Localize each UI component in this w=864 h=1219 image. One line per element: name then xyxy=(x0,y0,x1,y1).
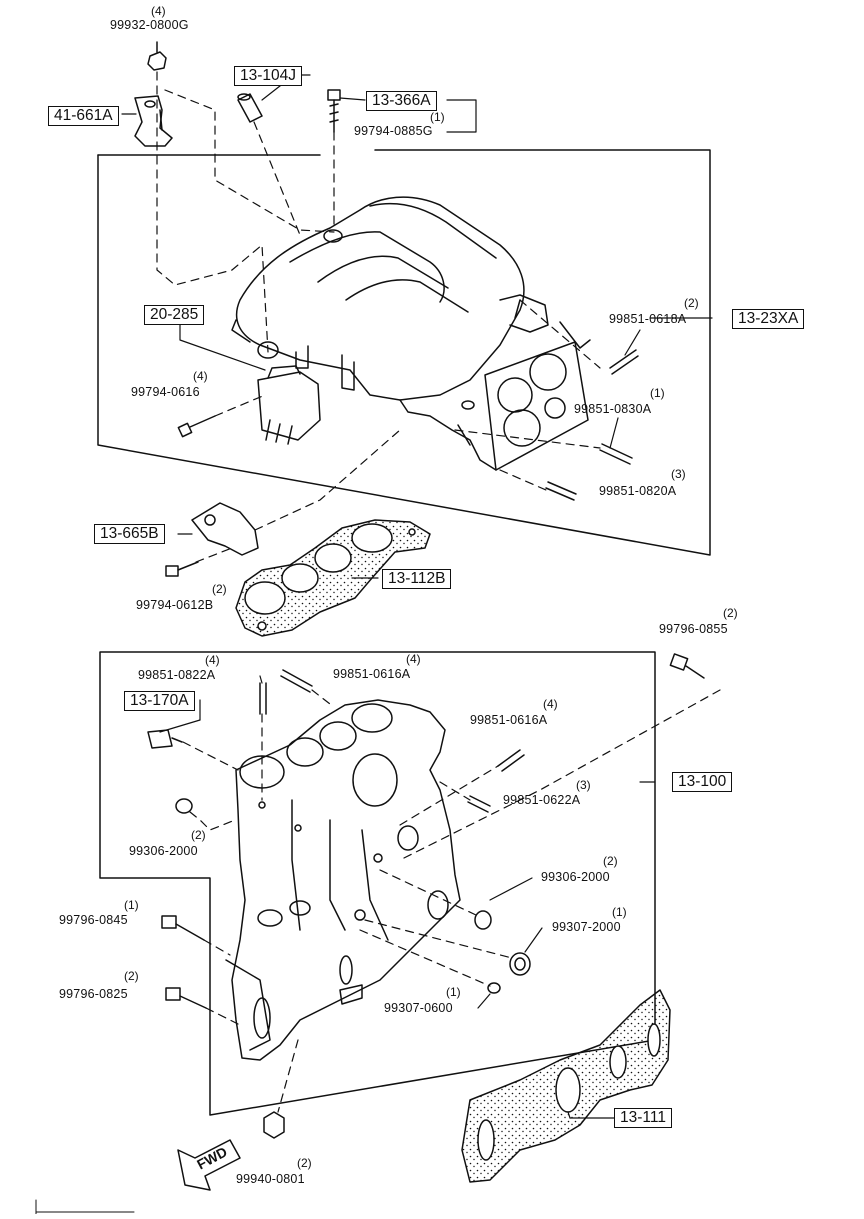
callout-13-665B: 13-665B xyxy=(94,524,165,544)
part-qty: (1) xyxy=(446,985,461,999)
bolt-13-366A xyxy=(327,89,341,133)
part-number: 99851-0830A xyxy=(574,402,652,416)
part-qty: (4) xyxy=(406,652,421,666)
part-number: 99794-0616 xyxy=(131,385,200,399)
part-number: 99851-0618A xyxy=(609,312,687,326)
part-number: 99796-0825 xyxy=(59,987,128,1001)
part-qty: (2) xyxy=(191,828,206,842)
part-number: 99794-0885G xyxy=(354,124,433,138)
part-number: 99796-0845 xyxy=(59,913,128,927)
part-qty: (1) xyxy=(430,110,445,124)
page-marks xyxy=(35,1199,135,1215)
bracket-41-661A xyxy=(134,95,173,147)
leader-lines xyxy=(121,74,713,1119)
part-number: 99794-0612B xyxy=(136,598,214,612)
part-number: 99851-0622A xyxy=(503,793,581,807)
bolt-99796-0845 xyxy=(161,915,205,941)
nut-99940-0801 xyxy=(263,1111,285,1139)
upper-intake-manifold xyxy=(231,196,591,471)
callout-41-661A: 41-661A xyxy=(48,106,119,126)
lower-group-frame xyxy=(99,651,656,1116)
part-number: 99796-0855 xyxy=(659,622,728,636)
part-number: 99307-2000 xyxy=(552,920,621,934)
part-qty: (3) xyxy=(576,778,591,792)
part-qty: (2) xyxy=(212,582,227,596)
fitting-13-170A xyxy=(147,729,183,749)
part-number: 99306-2000 xyxy=(541,870,610,884)
hose-13-104J xyxy=(237,93,263,123)
callout-13-112B: 13-112B xyxy=(382,569,452,589)
bracket-13-665B xyxy=(191,502,259,556)
part-number: 99306-2000 xyxy=(129,844,198,858)
part-number: 99851-0616A xyxy=(333,667,411,681)
bolt-99796-0855 xyxy=(669,653,705,679)
plug-99306-2000-right xyxy=(474,910,492,930)
bolt-99794-0616 xyxy=(177,415,216,438)
seal-99307-2000 xyxy=(509,952,531,976)
part-number: 99851-0822A xyxy=(138,668,216,682)
upper-group-frame xyxy=(97,149,711,556)
part-number: 99940-0801 xyxy=(236,1172,305,1186)
callout-13-104J: 13-104J xyxy=(234,66,303,86)
part-qty: (4) xyxy=(543,697,558,711)
callout-20-285: 20-285 xyxy=(144,305,205,325)
stud-99851-0822A xyxy=(259,682,267,715)
part-number: 99851-0820A xyxy=(599,484,677,498)
part-qty: (2) xyxy=(297,1156,312,1170)
stud-99851-0616A-right xyxy=(497,749,525,772)
part-qty: (1) xyxy=(650,386,665,400)
callout-13-100: 13-100 xyxy=(672,772,733,792)
gasket-13-111 xyxy=(461,989,671,1183)
callout-13-111: 13-111 xyxy=(614,1108,672,1128)
part-number: 99307-0600 xyxy=(384,1001,453,1015)
stud-99851-0616A-top xyxy=(280,669,313,693)
part-number: 99851-0616A xyxy=(470,713,548,727)
part-qty: (3) xyxy=(671,467,686,481)
fwd-arrow-icon xyxy=(177,1139,241,1191)
part-qty: (4) xyxy=(205,653,220,667)
callout-13-366A: 13-366A xyxy=(366,91,437,111)
assembly-lines xyxy=(156,71,721,1113)
part-qty: (2) xyxy=(723,606,738,620)
bolt-99796-0825 xyxy=(165,987,207,1009)
part-qty: (4) xyxy=(151,4,166,18)
lower-intake-manifold xyxy=(225,699,461,1061)
part-qty: (2) xyxy=(124,969,139,983)
part-qty: (4) xyxy=(193,369,208,383)
bolt-99932-0800G xyxy=(147,41,167,71)
callout-13-23XA: 13-23XA xyxy=(732,309,805,329)
part-qty: (1) xyxy=(124,898,139,912)
stud-99851-0622A xyxy=(467,795,491,813)
callout-13-170A: 13-170A xyxy=(124,691,195,711)
plug-99306-2000-left xyxy=(175,798,193,814)
valve-20-285 xyxy=(257,365,321,445)
gasket-13-112B xyxy=(235,519,431,637)
part-qty: (2) xyxy=(603,854,618,868)
plug-99307-0600 xyxy=(487,982,501,994)
studs-upper-right xyxy=(545,349,639,501)
part-qty: (2) xyxy=(684,296,699,310)
part-qty: (1) xyxy=(612,905,627,919)
part-number: 99932-0800G xyxy=(110,18,189,32)
bolt-99794-0612B xyxy=(165,561,199,577)
